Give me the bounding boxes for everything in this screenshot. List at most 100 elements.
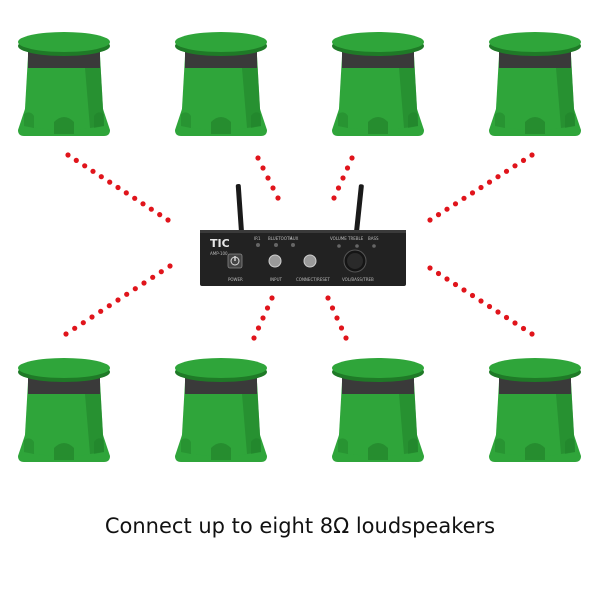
panel-label-connect: CONNECT/RESET bbox=[296, 277, 330, 282]
panel-label-power: POWER bbox=[228, 277, 243, 282]
indicator-label-aux: AUX bbox=[290, 236, 299, 241]
indicator-led bbox=[256, 243, 260, 247]
connection-dot bbox=[469, 190, 476, 196]
connection-dot bbox=[469, 292, 476, 299]
knob-label-volume: VOLUME bbox=[330, 236, 347, 241]
connection-dot bbox=[115, 184, 121, 191]
speaker-bottom-3 bbox=[328, 352, 428, 472]
connection-dot bbox=[329, 305, 336, 311]
caption: Connect up to eight 8Ω loudspeakers bbox=[104, 514, 496, 538]
connection-dot bbox=[495, 174, 501, 180]
panel-label-vol: VOL/BASS/TREB bbox=[342, 277, 374, 282]
indicator-led bbox=[291, 243, 295, 247]
connection-dot bbox=[98, 308, 104, 314]
connection-dot bbox=[529, 152, 535, 158]
connection-dot bbox=[106, 303, 112, 309]
connection-dot bbox=[340, 175, 346, 181]
connection-dot bbox=[158, 269, 164, 275]
connection-dot bbox=[461, 195, 467, 201]
connection-dot bbox=[132, 195, 138, 201]
amplifier: TIC AMP-100 IR1 BLUETOOTH AUX VOLUME TRE… bbox=[198, 182, 408, 288]
connection-dot bbox=[150, 274, 156, 280]
connection-dot bbox=[148, 206, 154, 212]
connection-dot bbox=[512, 320, 518, 326]
connection-dot bbox=[123, 190, 129, 196]
panel-label-input: INPUT bbox=[270, 277, 283, 282]
connection-dot bbox=[124, 291, 130, 297]
speaker-bottom-2 bbox=[171, 352, 271, 472]
connection-dot bbox=[132, 286, 138, 292]
connection-dot bbox=[98, 174, 104, 180]
connection-dot bbox=[141, 280, 147, 286]
connection-dot bbox=[89, 314, 95, 320]
connection-dot bbox=[344, 165, 351, 171]
speaker-top-2 bbox=[171, 26, 271, 146]
knob-label-treble: TREBLE bbox=[347, 236, 364, 241]
connection-dot bbox=[264, 305, 271, 311]
connect-reset-button bbox=[303, 254, 317, 268]
indicator-led bbox=[274, 243, 278, 247]
connection-dot bbox=[140, 201, 146, 207]
connection-dot bbox=[444, 206, 450, 212]
speaker-bottom-1 bbox=[14, 352, 114, 472]
connection-dot bbox=[90, 168, 96, 174]
indicator-label-bluetooth: BLUETOOTH bbox=[268, 236, 292, 241]
connection-dot bbox=[251, 335, 257, 341]
antenna-right bbox=[354, 184, 364, 235]
connection-dot bbox=[80, 320, 86, 326]
connection-dot bbox=[512, 163, 518, 169]
connection-dot bbox=[269, 295, 275, 301]
connection-dot bbox=[270, 185, 276, 191]
connection-dot bbox=[260, 165, 266, 171]
connection-dot bbox=[435, 270, 442, 277]
connection-dot bbox=[520, 157, 527, 163]
connection-dot bbox=[275, 195, 281, 201]
connection-dot bbox=[334, 315, 340, 321]
speaker-top-3 bbox=[328, 26, 428, 146]
connection-dot bbox=[73, 157, 79, 163]
connection-dot bbox=[65, 152, 71, 158]
connection-dot bbox=[478, 184, 484, 191]
brand-logo: TIC bbox=[210, 237, 230, 250]
connection-dot bbox=[255, 325, 262, 331]
speaker-bottom-4 bbox=[485, 352, 585, 472]
connection-dot bbox=[260, 315, 266, 321]
connection-dot bbox=[529, 331, 535, 337]
connection-dot bbox=[115, 297, 121, 303]
connection-dot bbox=[165, 217, 171, 223]
connection-dot bbox=[82, 163, 88, 169]
model-label: AMP-100 bbox=[210, 251, 228, 256]
connection-dot bbox=[486, 179, 493, 185]
connection-dot bbox=[255, 155, 261, 161]
knob-label-bass: BASS bbox=[368, 236, 379, 241]
connection-dot bbox=[452, 201, 459, 207]
connection-dot bbox=[503, 168, 510, 174]
connection-dot bbox=[325, 295, 331, 301]
connection-dot bbox=[167, 263, 173, 269]
connection-dot bbox=[265, 175, 271, 181]
connection-dot bbox=[452, 281, 459, 288]
connection-dot bbox=[461, 287, 467, 293]
speaker-top-1 bbox=[14, 26, 114, 146]
connection-dot bbox=[107, 179, 113, 185]
connection-dot bbox=[478, 298, 484, 304]
connection-dot bbox=[349, 155, 355, 161]
connection-dot bbox=[486, 303, 493, 310]
connection-dot bbox=[343, 335, 349, 341]
connection-dot bbox=[72, 325, 78, 331]
antenna-left bbox=[235, 184, 244, 234]
indicator-label-ir1: IR1 bbox=[254, 236, 261, 241]
connection-dot bbox=[427, 265, 433, 271]
connection-dot bbox=[444, 276, 450, 282]
input-button bbox=[268, 254, 282, 268]
connection-dot bbox=[435, 212, 442, 218]
connection-dot bbox=[331, 195, 337, 201]
connection-dot bbox=[495, 309, 501, 315]
connection-dot bbox=[427, 217, 433, 223]
speaker-top-4 bbox=[485, 26, 585, 146]
connection-dot bbox=[338, 325, 345, 331]
connection-dot bbox=[63, 331, 69, 337]
connection-dot bbox=[520, 325, 527, 332]
